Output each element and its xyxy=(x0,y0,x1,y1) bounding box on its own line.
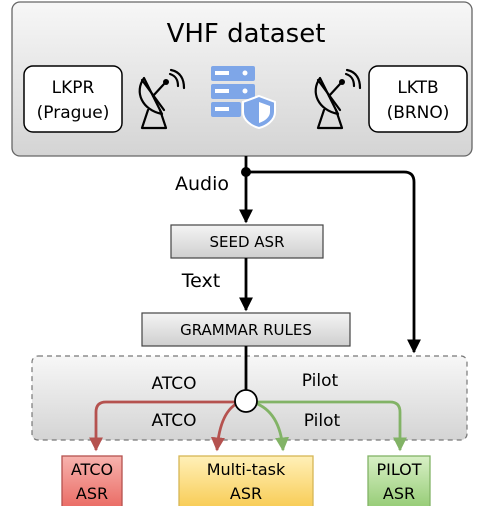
text-label: Text xyxy=(181,270,220,292)
audio-label: Audio xyxy=(175,173,229,195)
atco-asr-line1: ATCO xyxy=(71,460,113,479)
atco-upper-label: ATCO xyxy=(152,374,197,394)
multitask-asr-line2: ASR xyxy=(230,484,262,503)
lktb-city: (BRNO) xyxy=(387,103,450,123)
lkpr-city: (Prague) xyxy=(37,103,110,123)
atco-asr-box xyxy=(61,455,123,509)
audio-bypass-arrow xyxy=(246,170,421,354)
atco-lower-label: ATCO xyxy=(152,411,197,431)
atco-asr-line2: ASR xyxy=(76,484,108,503)
multitask-asr-line1: Multi-task xyxy=(207,460,286,479)
vhf-dataset-title: VHF dataset xyxy=(167,19,326,49)
pilot-upper-label: Pilot xyxy=(302,371,339,391)
multitask-asr-box xyxy=(178,455,314,509)
pilot-asr-line2: ASR xyxy=(383,484,415,503)
lktb-box xyxy=(368,65,468,133)
grammar-rules-label: GRAMMAR RULES xyxy=(180,321,312,339)
lkpr-box xyxy=(23,65,123,133)
pilot-asr-box xyxy=(367,455,431,509)
shield-server-icon xyxy=(211,66,276,130)
satellite-dish-icon xyxy=(314,68,362,130)
pilot-asr-line1: PILOT xyxy=(376,460,421,479)
lktb-code: LKTB xyxy=(397,78,438,98)
lkpr-code: LKPR xyxy=(52,78,95,98)
atco-branch-arrow xyxy=(89,400,240,452)
grammar-rules-box xyxy=(141,312,351,347)
pilot-branch-arrow xyxy=(252,400,407,452)
satellite-dish-icon xyxy=(138,68,186,130)
pilot-lower-label: Pilot xyxy=(304,411,341,431)
split-node xyxy=(234,389,258,413)
seed-asr-label: SEED ASR xyxy=(210,233,285,251)
